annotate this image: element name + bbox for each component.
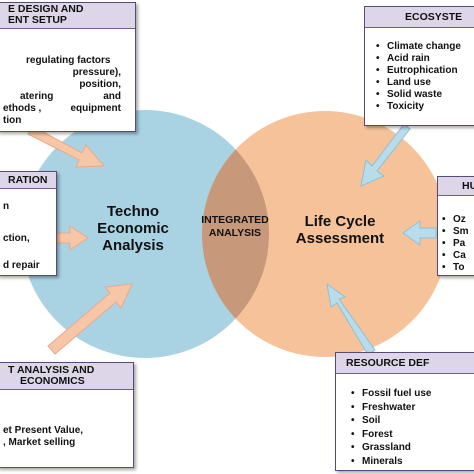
resource-item-freshwater: Freshwater <box>350 401 431 415</box>
human-item-3: Pa <box>441 238 469 250</box>
operation-box: RATION n ction, d repair <box>0 171 57 276</box>
ecosystem-item-acid-rain: Acid rain <box>375 53 461 65</box>
ecosystem-item-land-use: Land use <box>375 77 461 89</box>
process-design-line-4: atering <box>20 91 54 102</box>
process-design-title-line-1: E DESIGN AND <box>8 3 84 15</box>
arrow-ecosystem <box>360 123 411 187</box>
process-design-line-6: ethods , <box>3 103 42 114</box>
process-design-line-7: equipment <box>70 103 121 114</box>
cost-analysis-line-1: et Present Value, <box>3 425 84 436</box>
cost-analysis-title-line-1: T ANALYSIS AND <box>8 364 95 376</box>
techno-economic-circle <box>21 110 269 358</box>
resource-item-grassland: Grassland <box>350 441 431 455</box>
human-item-5: To <box>441 262 469 274</box>
life-cycle-circle <box>202 111 448 357</box>
resource-title: RESOURCE DEF <box>336 353 474 374</box>
integrated-label-line-1: INTEGRATED <box>201 214 269 226</box>
human-item-2: Sm <box>441 226 469 238</box>
resource-item-fossil-fuel: Fossil fuel use <box>350 387 431 401</box>
cost-analysis-title: T ANALYSIS AND ECONOMICS <box>0 363 133 390</box>
process-design-line-5: and <box>103 91 121 102</box>
process-design-title-line-2: ENT SETUP <box>8 14 67 26</box>
human-box: HU Oz Sm Pa Ca To <box>437 176 474 276</box>
human-item-1: Oz <box>441 214 469 226</box>
life-cycle-label-line-1: Life Cycle <box>304 213 376 230</box>
resource-item-minerals: Minerals <box>350 455 431 469</box>
operation-line-1: n <box>3 201 10 212</box>
process-design-box: E DESIGN AND ENT SETUP regulating factor… <box>0 2 136 132</box>
cost-analysis-box: T ANALYSIS AND ECONOMICS et Present Valu… <box>0 362 134 468</box>
process-design-line-8: tion <box>3 115 22 126</box>
arrow-process-design <box>27 125 106 168</box>
resource-list: Fossil fuel use Freshwater Soil Forest G… <box>350 387 431 468</box>
ecosystem-title: ECOSYSTE <box>365 7 474 28</box>
resource-box: RESOURCE DEF Fossil fuel use Freshwater … <box>335 352 474 471</box>
ecosystem-item-toxicity: Toxicity <box>375 101 461 113</box>
life-cycle-label: Life Cycle Assessment <box>280 213 400 247</box>
techno-economic-label: Techno Economic Analysis <box>78 203 188 254</box>
operation-title: RATION <box>0 172 56 189</box>
arrow-cost-analysis <box>47 283 133 355</box>
process-design-line-3: position, <box>79 79 121 90</box>
integrated-label-line-2: ANALYSIS <box>208 227 262 239</box>
human-title: HU <box>438 177 474 196</box>
cost-analysis-title-line-2: ECONOMICS <box>20 375 85 387</box>
techno-label-line-3: Analysis <box>102 237 164 254</box>
arrow-resource <box>326 282 376 356</box>
resource-item-forest: Forest <box>350 428 431 442</box>
resource-item-soil: Soil <box>350 414 431 428</box>
techno-label-line-2: Economic <box>97 220 169 237</box>
ecosystem-box: ECOSYSTE Climate change Acid rain Eutrop… <box>364 6 474 126</box>
human-item-4: Ca <box>441 250 469 262</box>
operation-line-2: ction, <box>3 233 30 244</box>
arrow-human <box>402 220 437 246</box>
process-design-line-2: pressure), <box>72 67 121 78</box>
ecosystem-item-climate-change: Climate change <box>375 41 461 53</box>
techno-label-line-1: Techno <box>106 203 160 220</box>
process-design-line-1: regulating factors <box>26 55 111 66</box>
ecosystem-item-solid-waste: Solid waste <box>375 89 461 101</box>
life-cycle-label-line-2: Assessment <box>295 230 385 247</box>
integrated-analysis-label: INTEGRATED ANALYSIS <box>190 214 280 240</box>
human-list: Oz Sm Pa Ca To <box>441 214 469 274</box>
process-design-title: E DESIGN AND ENT SETUP <box>0 3 135 29</box>
ecosystem-item-eutrophication: Eutrophication <box>375 65 461 77</box>
ecosystem-list: Climate change Acid rain Eutrophication … <box>375 41 461 113</box>
operation-line-3: d repair <box>3 260 40 271</box>
cost-analysis-line-2: , Market selling <box>3 437 76 448</box>
